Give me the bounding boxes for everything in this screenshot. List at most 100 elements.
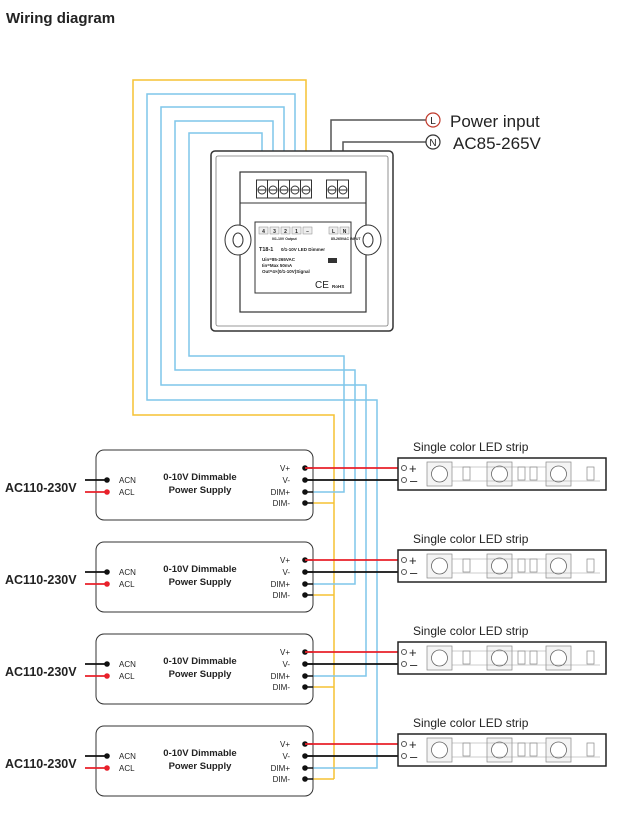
svg-text:L: L xyxy=(430,116,436,127)
acl-label: ACL xyxy=(119,672,135,681)
svg-text:N: N xyxy=(429,138,436,149)
terminal-screw xyxy=(289,179,301,199)
svg-text:4: 4 xyxy=(262,229,265,235)
common-wire xyxy=(132,79,335,779)
svg-text:–: – xyxy=(410,657,418,672)
ac-input-label: AC110-230V xyxy=(5,481,77,495)
terminal-screw xyxy=(337,179,349,199)
led-strip-label: Single color LED strip xyxy=(413,440,529,454)
terminal-screw xyxy=(256,179,268,199)
dimminus-label: DIM- xyxy=(273,683,291,692)
psu-name: Power Supply xyxy=(169,761,233,772)
power-input-n: N xyxy=(425,134,441,150)
vminus-label: V- xyxy=(282,752,290,761)
terminal-label: 1 xyxy=(291,226,302,235)
vplus-label: V+ xyxy=(280,556,290,565)
dimmer-panel: 4 3 2 1 – L N 0/1-10V Output 85-265VAC INPUT T… xyxy=(210,150,394,332)
terminal-label: 3 xyxy=(269,226,280,235)
svg-text:Out=4×(0/1-10V)Signal: Out=4×(0/1-10V)Signal xyxy=(262,269,310,274)
terminal-screw xyxy=(267,179,279,199)
rohs-mark: RoHS xyxy=(332,284,344,289)
terminal-label: – xyxy=(302,226,313,235)
svg-text:+: + xyxy=(409,461,417,476)
svg-text:1: 1 xyxy=(295,229,298,235)
led-strip: Single color LED strip +– xyxy=(397,532,607,583)
terminal-screw xyxy=(278,179,290,199)
ce-mark: CE xyxy=(315,280,329,291)
signal-wires xyxy=(132,79,378,780)
svg-text:+: + xyxy=(409,645,417,660)
vplus-label: V+ xyxy=(280,740,290,749)
vminus-label: V- xyxy=(282,660,290,669)
terminal-label: N xyxy=(339,226,350,235)
led-strip-label: Single color LED strip xyxy=(413,532,529,546)
dimplus-label: DIM+ xyxy=(271,580,291,589)
acn-label: ACN xyxy=(119,568,136,577)
mounting-hole-left xyxy=(224,224,252,256)
svg-text:+: + xyxy=(409,553,417,568)
led-strip: Single color LED strip +– xyxy=(397,440,607,491)
psu-name: Power Supply xyxy=(169,669,233,680)
acl-label: ACL xyxy=(119,488,135,497)
vplus-label: V+ xyxy=(280,464,290,473)
vplus-label: V+ xyxy=(280,648,290,657)
power-input-l: L xyxy=(425,112,441,128)
acn-label: ACN xyxy=(119,752,136,761)
svg-text:Iin=Max 50mA: Iin=Max 50mA xyxy=(262,263,293,268)
svg-text:N: N xyxy=(343,229,347,235)
vminus-label: V- xyxy=(282,568,290,577)
ac-input-label: AC110-230V xyxy=(5,665,77,679)
svg-text:Uin=85-265VAC: Uin=85-265VAC xyxy=(262,257,296,262)
led-strip-label: Single color LED strip xyxy=(413,624,529,638)
svg-text:–: – xyxy=(410,565,418,580)
svg-text:–: – xyxy=(306,229,309,235)
dimplus-label: DIM+ xyxy=(271,672,291,681)
ac-input-label: AC110-230V xyxy=(5,757,77,771)
vminus-label: V- xyxy=(282,476,290,485)
led-strip: Single color LED strip +– xyxy=(397,624,607,675)
power-input-label: Power input xyxy=(450,112,540,131)
input-label: 85-265VAC INPUT xyxy=(331,237,361,241)
power-input-voltage: AC85-265V xyxy=(453,134,542,153)
terminal-label: 2 xyxy=(280,226,291,235)
dimplus-label: DIM+ xyxy=(271,488,291,497)
output-label: 0/1-10V Output xyxy=(272,237,298,241)
led-strip-label: Single color LED strip xyxy=(413,716,529,730)
acl-label: ACL xyxy=(119,580,135,589)
terminal-label: 4 xyxy=(258,226,269,235)
mounting-hole-right xyxy=(354,224,382,256)
signal-wire-3 xyxy=(174,120,356,585)
dimplus-label: DIM+ xyxy=(271,764,291,773)
led-strip: Single color LED strip +– xyxy=(397,716,607,767)
signal-wire-4 xyxy=(188,132,345,493)
svg-text:2: 2 xyxy=(284,229,287,235)
dimmer-model: T18-1 xyxy=(259,247,273,253)
dimminus-label: DIM- xyxy=(273,775,291,784)
psu-name: Power Supply xyxy=(169,485,233,496)
svg-text:+: + xyxy=(409,737,417,752)
dimminus-label: DIM- xyxy=(273,499,291,508)
dimmer-name: 0/1-10V LED Dimmer xyxy=(281,247,325,252)
acn-label: ACN xyxy=(119,660,136,669)
diagram-title: Wiring diagram xyxy=(6,10,115,27)
signal-wire-2 xyxy=(160,106,367,677)
dimminus-label: DIM- xyxy=(273,591,291,600)
signal-wire-1 xyxy=(146,93,378,769)
svg-text:–: – xyxy=(410,473,418,488)
acn-label: ACN xyxy=(119,476,136,485)
psu-name: 0-10V Dimmable xyxy=(163,472,236,483)
psu-name: 0-10V Dimmable xyxy=(163,748,236,759)
svg-text:L: L xyxy=(332,229,335,235)
psu-name: 0-10V Dimmable xyxy=(163,564,236,575)
psu-name: 0-10V Dimmable xyxy=(163,656,236,667)
acl-label: ACL xyxy=(119,764,135,773)
svg-text:3: 3 xyxy=(273,229,276,235)
terminal-screw xyxy=(326,179,338,199)
terminal-screw xyxy=(300,179,312,199)
svg-text:–: – xyxy=(410,749,418,764)
